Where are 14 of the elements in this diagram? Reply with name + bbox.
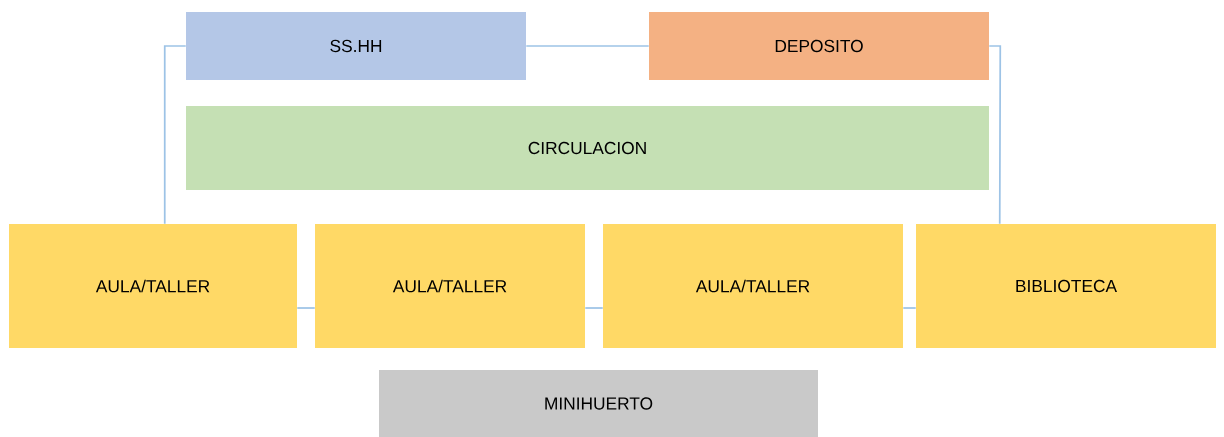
connector-line xyxy=(584,307,604,309)
room-box: BIBLIOTECA xyxy=(916,224,1216,348)
room-box: DEPOSITO xyxy=(649,12,989,80)
room-box: AULA/TALLER xyxy=(9,224,297,348)
room-box: CIRCULACION xyxy=(186,106,989,190)
room-box: AULA/TALLER xyxy=(315,224,585,348)
room-box: SS.HH xyxy=(186,12,526,80)
connector-line xyxy=(988,45,1002,225)
room-box: AULA/TALLER xyxy=(603,224,903,348)
connector-line xyxy=(902,307,917,309)
room-box: MINIHUERTO xyxy=(379,370,818,437)
connector-line xyxy=(296,307,316,309)
connector-line xyxy=(163,45,187,225)
connector-line xyxy=(525,45,650,47)
